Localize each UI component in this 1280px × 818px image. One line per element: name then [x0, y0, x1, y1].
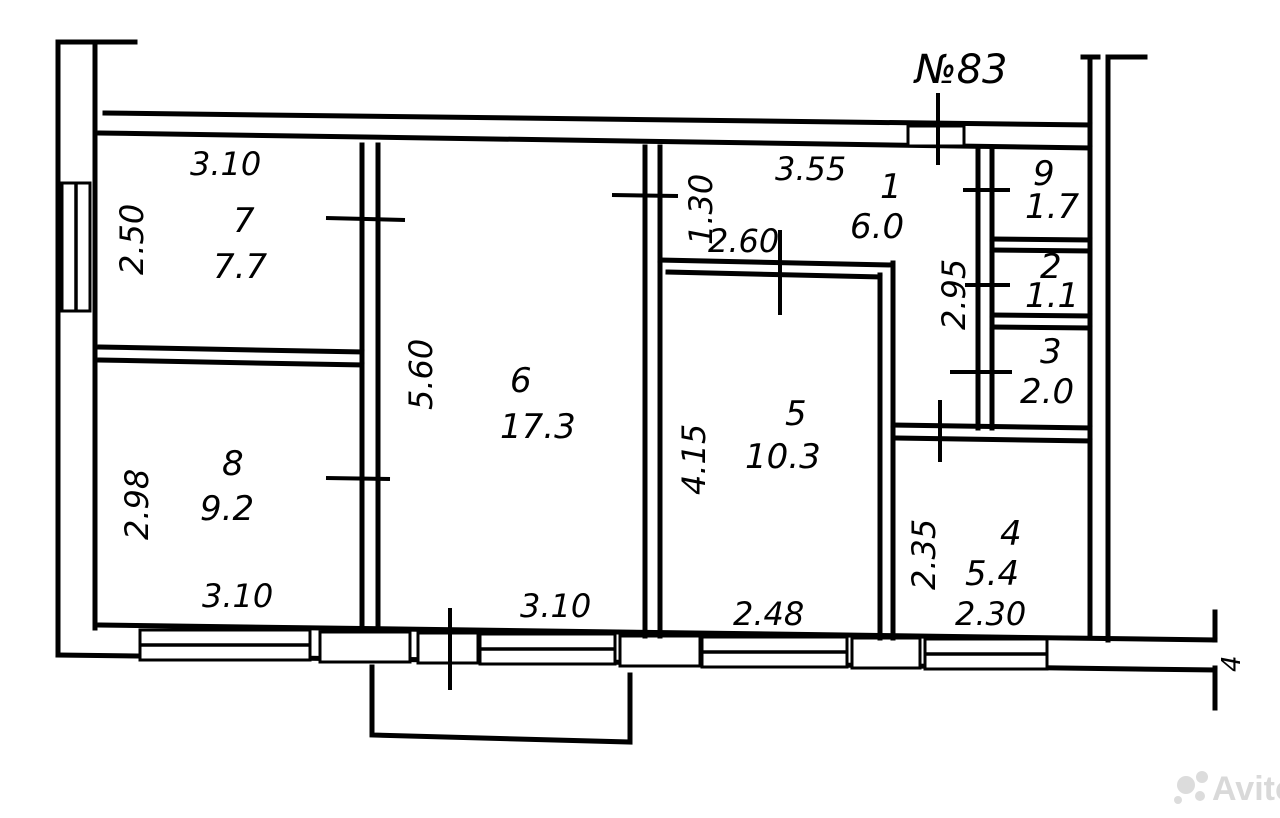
- dim-room4-width: 2.30: [955, 595, 1026, 633]
- balcony: [369, 664, 633, 745]
- interior-walls: [97, 142, 1093, 641]
- wall-segment-6-5: [618, 634, 702, 668]
- dim-room1-depth: 1.30: [682, 174, 720, 245]
- dim-room7-height: 2.50: [113, 204, 151, 275]
- room-5-number: 5: [785, 394, 807, 434]
- room-3-number: 3: [1040, 332, 1062, 372]
- room-labels: 1 6.0 2 1.1 3 2.0 4 5.4 5 10.3 6 17.3 7 …: [200, 154, 1079, 594]
- room-2-number: 2: [1040, 247, 1062, 287]
- wall-segment-5-4: [850, 636, 922, 670]
- dim-room1-width: 3.55: [775, 150, 846, 188]
- room-1-number: 1: [880, 167, 902, 207]
- room-3-area: 2.0: [1020, 372, 1074, 412]
- room-9-number: 9: [1033, 154, 1055, 194]
- dimension-labels: 3.10 2.50 2.98 3.10 5.60 3.10 3.55 1.30 …: [113, 145, 1026, 633]
- dim-room5-width: 2.48: [733, 595, 804, 633]
- room-5-area: 10.3: [745, 437, 821, 477]
- room-6-area: 17.3: [500, 407, 576, 447]
- dim-room6-height: 5.60: [402, 339, 440, 410]
- section-mark: 4: [1217, 655, 1247, 672]
- avito-logo-icon: [1174, 771, 1208, 804]
- balcony-door-left: [318, 630, 412, 664]
- apartment-number: №83: [913, 47, 1008, 93]
- avito-watermark-text: Avito: [1212, 770, 1280, 808]
- room-1-area: 6.0: [850, 207, 904, 247]
- dim-room7-width: 3.10: [190, 145, 261, 183]
- dim-room8-height: 2.98: [118, 469, 156, 540]
- room-6-number: 6: [510, 361, 532, 401]
- dim-room4-height: 2.35: [905, 519, 943, 590]
- room-7-area: 7.7: [213, 247, 267, 287]
- room-8-area: 9.2: [200, 489, 254, 529]
- dim-room8-width: 3.10: [202, 577, 273, 615]
- room-4-number: 4: [1000, 514, 1022, 554]
- outer-walls: [55, 39, 1218, 711]
- room-8-number: 8: [222, 444, 244, 484]
- dim-room5-height: 4.15: [675, 424, 713, 495]
- dim-room6-width: 3.10: [520, 587, 591, 625]
- room-7-number: 7: [233, 201, 255, 241]
- room-2-area: 1.1: [1025, 276, 1079, 316]
- dim-room5-top: 2.60: [708, 222, 779, 260]
- avito-watermark: Avito: [1174, 770, 1280, 808]
- room-4-area: 5.4: [965, 554, 1019, 594]
- room-9-area: 1.7: [1025, 187, 1079, 227]
- dim-corridor-height: 2.95: [935, 259, 973, 330]
